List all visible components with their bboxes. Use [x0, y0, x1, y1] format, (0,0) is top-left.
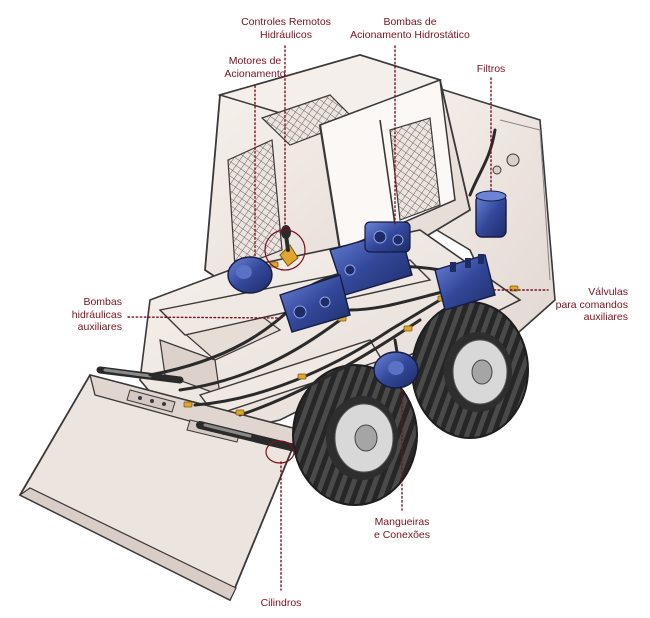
joystick-icon [279, 225, 299, 267]
label-mangueiras: Mangueiras e Conexões [373, 516, 431, 541]
label-valvulas: Válvulas para comandos auxiliares [555, 286, 628, 323]
label-bombas-auxiliares: Bombas hidráulicas auxiliares [71, 296, 122, 333]
label-motores-acionamento: Motores de Acionamento [224, 55, 286, 80]
leader-lines [127, 45, 549, 591]
callout-highlights [264, 229, 306, 464]
label-controles-remotos: Controles Remotos Hidráulicos [241, 16, 331, 41]
auxiliary-valves [434, 254, 496, 311]
operator-cab [204, 54, 472, 301]
label-bombas-acionamento: Bombas de Acionamento Hidrostático [350, 16, 470, 41]
front-wheel [292, 364, 418, 506]
drive-motors [227, 256, 273, 294]
label-filtros: Filtros [476, 63, 506, 75]
auxiliary-pumps [279, 274, 351, 333]
hydrostatic-drive-pumps [329, 221, 413, 296]
cylinders [96, 366, 299, 452]
label-cilindros: Cilindros [260, 597, 302, 609]
rear-wheel [411, 301, 529, 439]
filter [475, 190, 507, 238]
wheel-drive-motor [373, 351, 419, 389]
